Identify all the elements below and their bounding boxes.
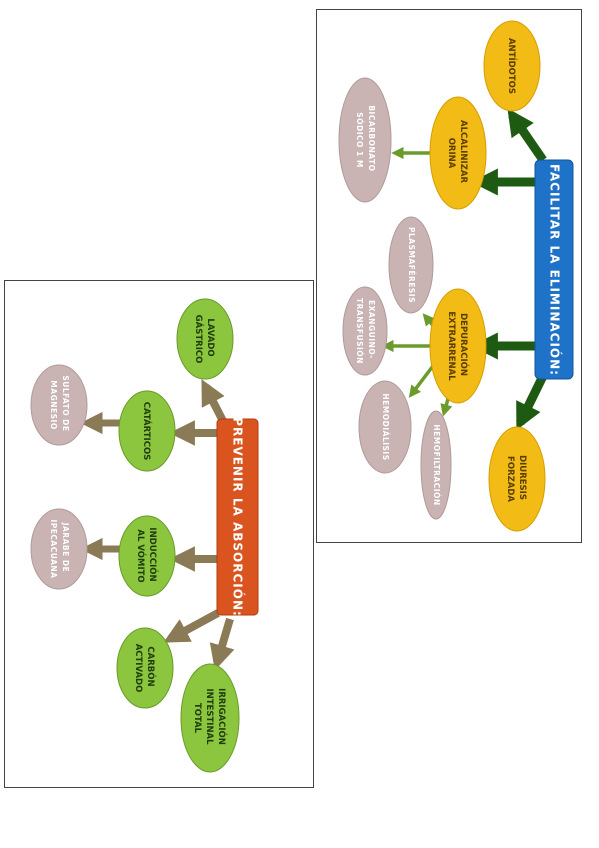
node-sulfato-line1: SULFATO DE xyxy=(61,375,70,431)
svg-text:BICARBONATO SÓDICO 1 M: BICARBONATO SÓDICO 1 M xyxy=(355,105,376,174)
svg-text:INDUCCIÓN AL VÓMITO: INDUCCIÓN AL VÓMITO xyxy=(136,527,160,584)
svg-text:DEPURACIÓN EXTRARRENAL: DEPURACIÓN EXTRARRENAL xyxy=(447,311,471,381)
facilitar-connectors xyxy=(381,108,548,431)
node-carbon: CARBÓN ACTIVADO xyxy=(116,627,174,709)
node-exanguino-line2: TRANSFUSIÓN xyxy=(355,298,364,364)
prevenir-absorcion-panel: PREVENIR LA ABSORCIÓN: LAVADO GÁSTRICO C… xyxy=(4,280,314,788)
svg-text:IRRIGACIÓN INTESTINAL: IRRIGACIÓN INTESTINAL TOTAL xyxy=(193,688,229,748)
node-lavado-line2: GÁSTRICO xyxy=(194,315,206,364)
node-induccion: INDUCCIÓN AL VÓMITO xyxy=(118,515,176,597)
node-lavado: LAVADO GÁSTRICO xyxy=(176,298,234,380)
arrow-to-lavado xyxy=(201,379,227,423)
node-catarticos-line1: CATÁRTICOS xyxy=(142,402,154,461)
node-depuracion: DEPURACIÓN EXTRARRENAL xyxy=(429,288,487,404)
node-hemodialisis-line1: HEMODIÁLISIS xyxy=(381,393,390,460)
svg-text:EXANGUINO- TRANSFUSIÓN: EXANGUINO- TRANSFUSIÓN xyxy=(355,298,376,364)
node-alcalinizar-line1: ALCALINIZAR xyxy=(459,120,469,183)
svg-text:JARABE DE IPECACUANA: JARABE DE IPECACUANA xyxy=(49,520,70,579)
node-bicarbonato: BICARBONATO SÓDICO 1 M xyxy=(338,77,392,203)
node-bicarbonato-line2: SÓDICO 1 M xyxy=(355,112,364,168)
svg-text:HEMOFILTRACIÓN: HEMOFILTRACIÓN xyxy=(432,424,441,505)
arrow-to-irrigacion xyxy=(209,617,235,671)
node-antidotos: ANTÍDOTOS xyxy=(483,20,541,112)
node-hemofiltracion-line1: HEMOFILTRACIÓN xyxy=(432,424,441,505)
node-catarticos: CATÁRTICOS xyxy=(118,390,176,472)
node-irrigacion-line3: TOTAL xyxy=(193,703,203,734)
svg-text:DIURESIS FORZADA: DIURESIS FORZADA xyxy=(506,455,528,503)
node-irrigacion-line2: INTESTINAL xyxy=(205,688,215,745)
node-carbon-line1: CARBÓN xyxy=(146,646,158,686)
node-carbon-line2: ACTIVADO xyxy=(134,644,144,693)
svg-text:PLASMAFÉRESIS: PLASMAFÉRESIS xyxy=(407,227,416,303)
node-induccion-line1: INDUCCIÓN xyxy=(148,527,160,581)
svg-text:SULFATO DE MAGNESIO: SULFATO DE MAGNESIO xyxy=(49,375,70,434)
svg-text:ALCALINIZAR ORINA: ALCALINIZAR ORINA xyxy=(447,120,469,186)
prevenir-connectors xyxy=(80,379,235,671)
node-diuresis-line2: FORZADA xyxy=(506,456,516,502)
node-alcalinizar: ALCALINIZAR ORINA xyxy=(429,96,487,210)
node-diuresis: DIURESIS FORZADA xyxy=(488,426,546,532)
node-plasmaferesis-line1: PLASMAFÉRESIS xyxy=(407,227,416,303)
svg-text:LAVADO GÁSTRICO: LAVADO GÁSTRICO xyxy=(194,315,216,364)
node-diuresis-line1: DIURESIS xyxy=(518,455,528,500)
facilitar-central-label: FACILITAR LA ELIMINACIÓN: xyxy=(548,164,563,376)
node-jarabe-line2: IPECACUANA xyxy=(49,520,58,579)
svg-text:CARBÓN ACTIVADO: CARBÓN ACTIVADO xyxy=(134,644,158,693)
node-exanguino-line1: EXANGUINO- xyxy=(367,300,376,359)
arrow-to-diuresis xyxy=(515,374,548,431)
node-hemodialisis: HEMODIÁLISIS xyxy=(358,380,412,474)
node-irrigacion-line1: IRRIGACIÓN xyxy=(217,688,229,745)
facilitar-central-node: FACILITAR LA ELIMINACIÓN: xyxy=(534,159,574,380)
facilitar-eliminacion-diagram: FACILITAR LA ELIMINACIÓN: ANTÍDOTOS ALCA… xyxy=(338,20,574,532)
node-sulfato: SULFATO DE MAGNESIO xyxy=(30,364,88,446)
node-irrigacion: IRRIGACIÓN INTESTINAL TOTAL xyxy=(180,663,240,773)
node-lavado-line1: LAVADO xyxy=(206,318,216,356)
node-sulfato-line2: MAGNESIO xyxy=(49,380,58,429)
arrow-to-carbon xyxy=(163,609,220,643)
facilitar-eliminacion-panel: FACILITAR LA ELIMINACIÓN: ANTÍDOTOS ALCA… xyxy=(316,9,582,543)
prevenir-absorcion-diagram: PREVENIR LA ABSORCIÓN: LAVADO GÁSTRICO C… xyxy=(30,298,259,773)
node-antidotos-line1: ANTÍDOTOS xyxy=(507,38,519,94)
node-hemofiltracion: HEMOFILTRACIÓN xyxy=(420,410,452,520)
svg-text:ANTÍDOTOS: ANTÍDOTOS xyxy=(507,38,519,94)
node-depuracion-line2: EXTRARRENAL xyxy=(447,311,457,381)
node-exanguino: EXANGUINO- TRANSFUSIÓN xyxy=(342,286,388,376)
node-jarabe: JARABE DE IPECACUANA xyxy=(30,508,88,590)
node-plasmaferesis: PLASMAFÉRESIS xyxy=(388,216,434,314)
svg-text:CATÁRTICOS: CATÁRTICOS xyxy=(142,402,154,461)
node-alcalinizar-line2: ORINA xyxy=(447,138,457,169)
node-jarabe-line1: JARABE DE xyxy=(61,522,70,572)
svg-text:HEMODIÁLISIS: HEMODIÁLISIS xyxy=(381,393,390,460)
arrow-to-antidotos xyxy=(507,108,547,163)
node-induccion-line2: AL VÓMITO xyxy=(136,529,148,582)
node-depuracion-line1: DEPURACIÓN xyxy=(459,313,471,376)
node-bicarbonato-line1: BICARBONATO xyxy=(367,105,376,171)
prevenir-central-label: PREVENIR LA ABSORCIÓN: xyxy=(231,417,246,617)
prevenir-central-node: PREVENIR LA ABSORCIÓN: xyxy=(216,417,259,617)
